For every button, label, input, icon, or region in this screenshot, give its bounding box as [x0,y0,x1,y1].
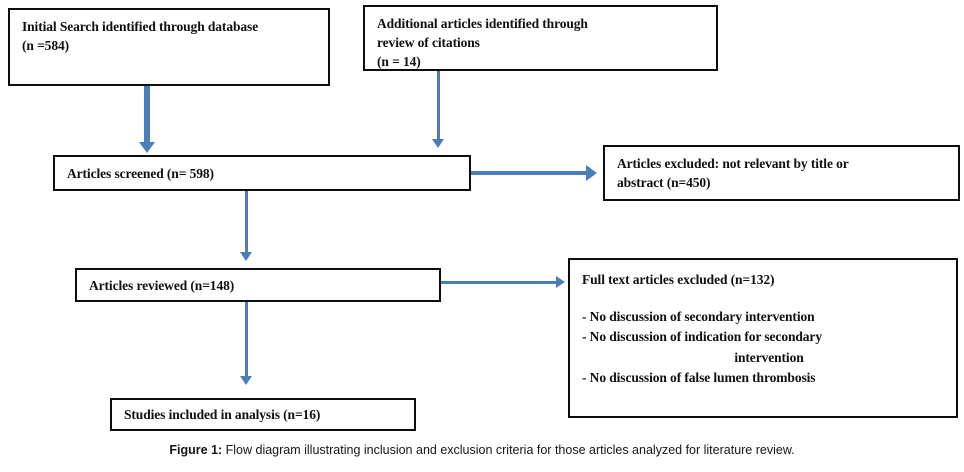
arrowhead-down-icon [139,142,155,153]
articles-screened-line-1: Articles screened (n= 598) [67,165,214,181]
arrow-shaft [245,191,248,256]
additional-articles-line-3: (n = 14) [377,54,421,70]
arrow-shaft [437,71,440,143]
flow-box-articles-screened: Articles screened (n= 598) [53,155,471,191]
initial-search-line-2: (n =584) [22,38,70,54]
arrowhead-down-icon [240,252,252,261]
fulltext-excluded-heading: Full text articles excluded (n=132) [582,272,775,287]
figure-caption-label: Figure 1: [169,443,223,457]
flow-box-fulltext-excluded: Full text articles excluded (n=132) - No… [568,258,958,418]
fulltext-excluded-bullet-1: - No discussion of secondary interventio… [582,309,815,325]
initial-search-line-1: Initial Search identified through databa… [22,19,259,34]
articles-reviewed-line-1: Articles reviewed (n=148) [89,277,235,293]
arrowhead-down-icon [432,139,444,148]
figure-caption-text: Flow diagram illustrating inclusion and … [222,443,795,457]
flow-box-studies-included: Studies included in analysis (n=16) [110,398,416,431]
flow-box-initial-search: Initial Search identified through databa… [8,8,330,86]
arrowhead-down-icon [240,376,252,385]
additional-articles-line-2: review of citations [377,35,480,51]
fulltext-excluded-bullet-3: - No discussion of false lumen thrombosi… [582,369,816,385]
arrow-shaft [245,302,248,380]
figure-caption: Figure 1: Flow diagram illustrating incl… [0,443,964,457]
flow-box-articles-reviewed: Articles reviewed (n=148) [75,268,441,302]
articles-excluded-line-2: abstract (n=450) [617,175,711,191]
fulltext-excluded-bullet-2: - No discussion of indication for second… [582,329,822,345]
arrow-shaft [441,281,560,284]
arrowhead-right-icon [556,276,565,288]
additional-articles-line-1: Additional articles identified through [377,16,588,31]
flow-box-articles-excluded: Articles excluded: not relevant by title… [603,145,960,201]
arrowhead-right-icon [586,165,597,181]
studies-included-line-1: Studies included in analysis (n=16) [124,407,321,423]
arrow-shaft [144,86,150,145]
fulltext-excluded-bullet-2-continued: intervention [734,349,804,365]
flow-box-additional-articles: Additional articles identified through r… [363,5,718,71]
articles-excluded-line-1: Articles excluded: not relevant by title… [617,156,849,171]
arrow-shaft [471,171,589,175]
